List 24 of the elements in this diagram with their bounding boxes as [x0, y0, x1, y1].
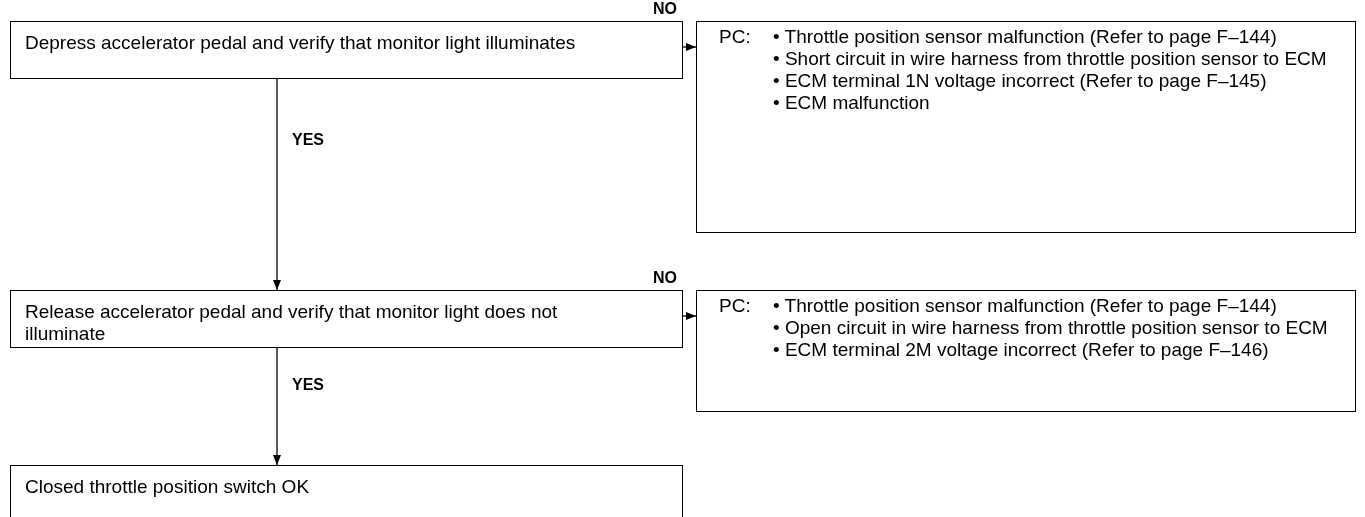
- edge-label: NO: [653, 1, 677, 17]
- list-item: • Throttle position sensor malfunction (Refer to page F–144): [773, 26, 1278, 48]
- list-item: • ECM malfunction: [773, 92, 931, 114]
- list-item: • Short circuit in wire harness from throttle position sensor to ECM: [773, 48, 1328, 70]
- box-text: Depress accelerator pedal and verify that monitor light illuminates: [24, 31, 577, 54]
- arrow: [682, 312, 697, 320]
- arrow: [273, 347, 281, 466]
- result-box: [696, 21, 1356, 233]
- box-text: Closed throttle position switch OK: [24, 475, 311, 498]
- prefix-label: PC:: [719, 295, 752, 318]
- process-box: [10, 290, 683, 348]
- box-text: Release accelerator pedal and verify that monitor light does not illuminate: [24, 300, 559, 345]
- list-item: • ECM terminal 1N voltage incorrect (Refer to page F–145): [773, 70, 1268, 92]
- list-item: • Throttle position sensor malfunction (Refer to page F–144): [773, 295, 1278, 317]
- edge-label: YES: [292, 131, 324, 148]
- result-box: [696, 290, 1356, 412]
- arrow: [682, 43, 697, 51]
- arrow: [273, 78, 281, 291]
- list-item: • Open circuit in wire harness from throttle position sensor to ECM: [773, 317, 1329, 339]
- edge-label: NO: [653, 270, 677, 286]
- prefix-label: PC:: [719, 26, 752, 49]
- process-box: [10, 21, 683, 79]
- list-item: • ECM terminal 2M voltage incorrect (Refer to page F–146): [773, 339, 1270, 361]
- process-box: [10, 465, 683, 517]
